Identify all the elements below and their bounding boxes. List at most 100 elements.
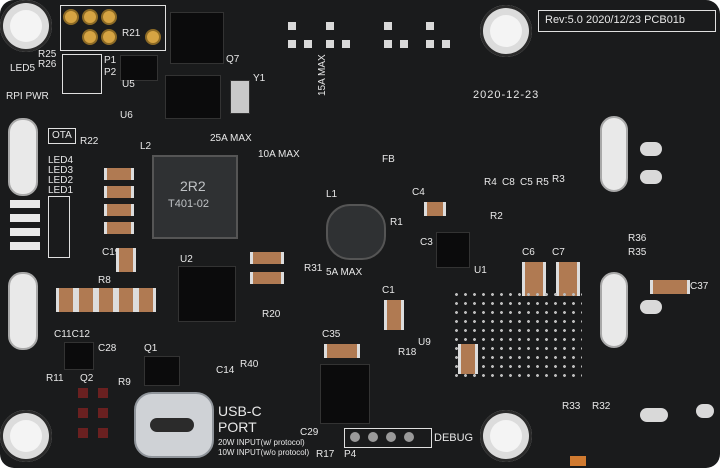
capacitor <box>96 288 116 312</box>
r1-label: R1 <box>390 217 403 228</box>
usb-c-connector <box>134 392 214 458</box>
r32-label: R32 <box>592 401 611 412</box>
c35-capacitor <box>324 344 360 358</box>
r36-label: R36 <box>628 233 647 244</box>
revision-label-box <box>538 10 716 32</box>
led-indicator <box>10 228 40 236</box>
u9-label: U9 <box>418 337 431 348</box>
r4-label: R4 <box>484 177 497 188</box>
capacitor <box>104 222 134 234</box>
mounting-hole-bottom-left <box>0 410 52 462</box>
capacitor <box>56 288 76 312</box>
smd-pad <box>442 40 450 48</box>
c19-label: C19 <box>102 247 121 258</box>
u6-chip <box>165 75 221 119</box>
a15-max-label: 15A MAX <box>317 54 328 96</box>
smd-pad <box>326 40 334 48</box>
capacitor <box>116 248 136 272</box>
capacitor <box>104 168 134 180</box>
smd-pad <box>304 40 312 48</box>
q2-label: Q2 <box>80 373 94 384</box>
smd-pad <box>384 22 392 30</box>
c37-label: C37 <box>690 281 709 292</box>
inductor-l2-part: T401-02 <box>168 198 209 210</box>
smd-pad <box>342 40 350 48</box>
usb-port-label: PORT <box>218 419 257 435</box>
date-label: 2020-12-23 <box>473 89 540 101</box>
inductor-l2: 2R2 T401-02 <box>152 155 238 239</box>
header-pin <box>82 9 98 25</box>
debug-label: DEBUG <box>434 432 474 444</box>
c1-label: C1 <box>382 285 395 296</box>
smd-pad <box>426 22 434 30</box>
y1-label: Y1 <box>253 73 266 84</box>
r8-label: R8 <box>98 275 111 286</box>
left-slot-bottom <box>8 272 38 350</box>
right-slot-bottom <box>600 272 628 348</box>
r11-label: R11 <box>46 373 64 384</box>
p1-outline <box>62 54 102 94</box>
pad <box>98 428 108 438</box>
led-indicator <box>10 214 40 222</box>
debug-pin <box>350 432 360 442</box>
debug-pin <box>386 432 396 442</box>
right-slot-top <box>600 116 628 192</box>
c14-label: C14 <box>216 365 235 376</box>
led2-label: LED2 <box>48 175 74 186</box>
r20-label: R20 <box>262 309 281 320</box>
q1-chip <box>144 356 180 386</box>
c37-capacitor <box>650 280 690 294</box>
capacitor <box>116 288 136 312</box>
c35-label: C35 <box>322 329 341 340</box>
revision-label: Rev:5.0 2020/12/23 PCB01b <box>545 14 686 26</box>
p2-label: P2 <box>104 67 117 78</box>
y1-crystal <box>230 80 250 114</box>
mounting-hole-top-middle <box>480 5 532 57</box>
debug-header-outline <box>344 428 432 448</box>
smd-pad <box>426 40 434 48</box>
mounting-hole-bottom-middle <box>480 410 532 462</box>
q7-chip <box>170 12 224 64</box>
pad <box>78 388 88 398</box>
r2-label: R2 <box>490 211 503 222</box>
pad <box>78 408 88 418</box>
c28-label: C28 <box>98 343 117 354</box>
q2-chip <box>64 342 94 370</box>
r5-label: R5 <box>536 177 549 188</box>
input-protocol-label: 20W INPUT(w/ protocol) <box>218 438 305 447</box>
capacitor <box>104 204 134 216</box>
c1-capacitor <box>384 300 404 330</box>
debug-pin <box>368 432 378 442</box>
ota-box <box>48 128 76 144</box>
u1-chip <box>436 232 470 268</box>
orange-component <box>570 456 586 466</box>
r25-label: R25 <box>38 49 57 60</box>
header-outline <box>60 5 166 51</box>
c11c12-label: C11C12 <box>54 329 90 340</box>
r22-label: R22 <box>80 136 99 147</box>
pad <box>98 408 108 418</box>
capacitor <box>104 186 134 198</box>
u2-label: U2 <box>180 254 193 265</box>
pad <box>78 428 88 438</box>
led4-label: LED4 <box>48 155 74 166</box>
left-slot-top <box>8 118 38 196</box>
smd-pad <box>288 40 296 48</box>
inductor-l2-value: 2R2 <box>180 178 206 194</box>
led3-label: LED3 <box>48 165 74 176</box>
mounting-hole-top-left <box>0 0 52 52</box>
smd-pad <box>326 22 334 30</box>
smd-pad <box>288 22 296 30</box>
edge-pad <box>640 300 662 314</box>
edge-pad <box>640 170 662 184</box>
capacitor <box>458 344 478 374</box>
ic-chip <box>320 364 370 424</box>
r17-p4-label: R17 <box>316 449 335 460</box>
r9-label: R9 <box>118 377 131 388</box>
usb-c-label: USB-C <box>218 403 262 419</box>
c3-label: C3 <box>420 237 433 248</box>
capacitor <box>250 252 284 264</box>
smd-pad <box>400 40 408 48</box>
r40-label: R40 <box>240 359 259 370</box>
